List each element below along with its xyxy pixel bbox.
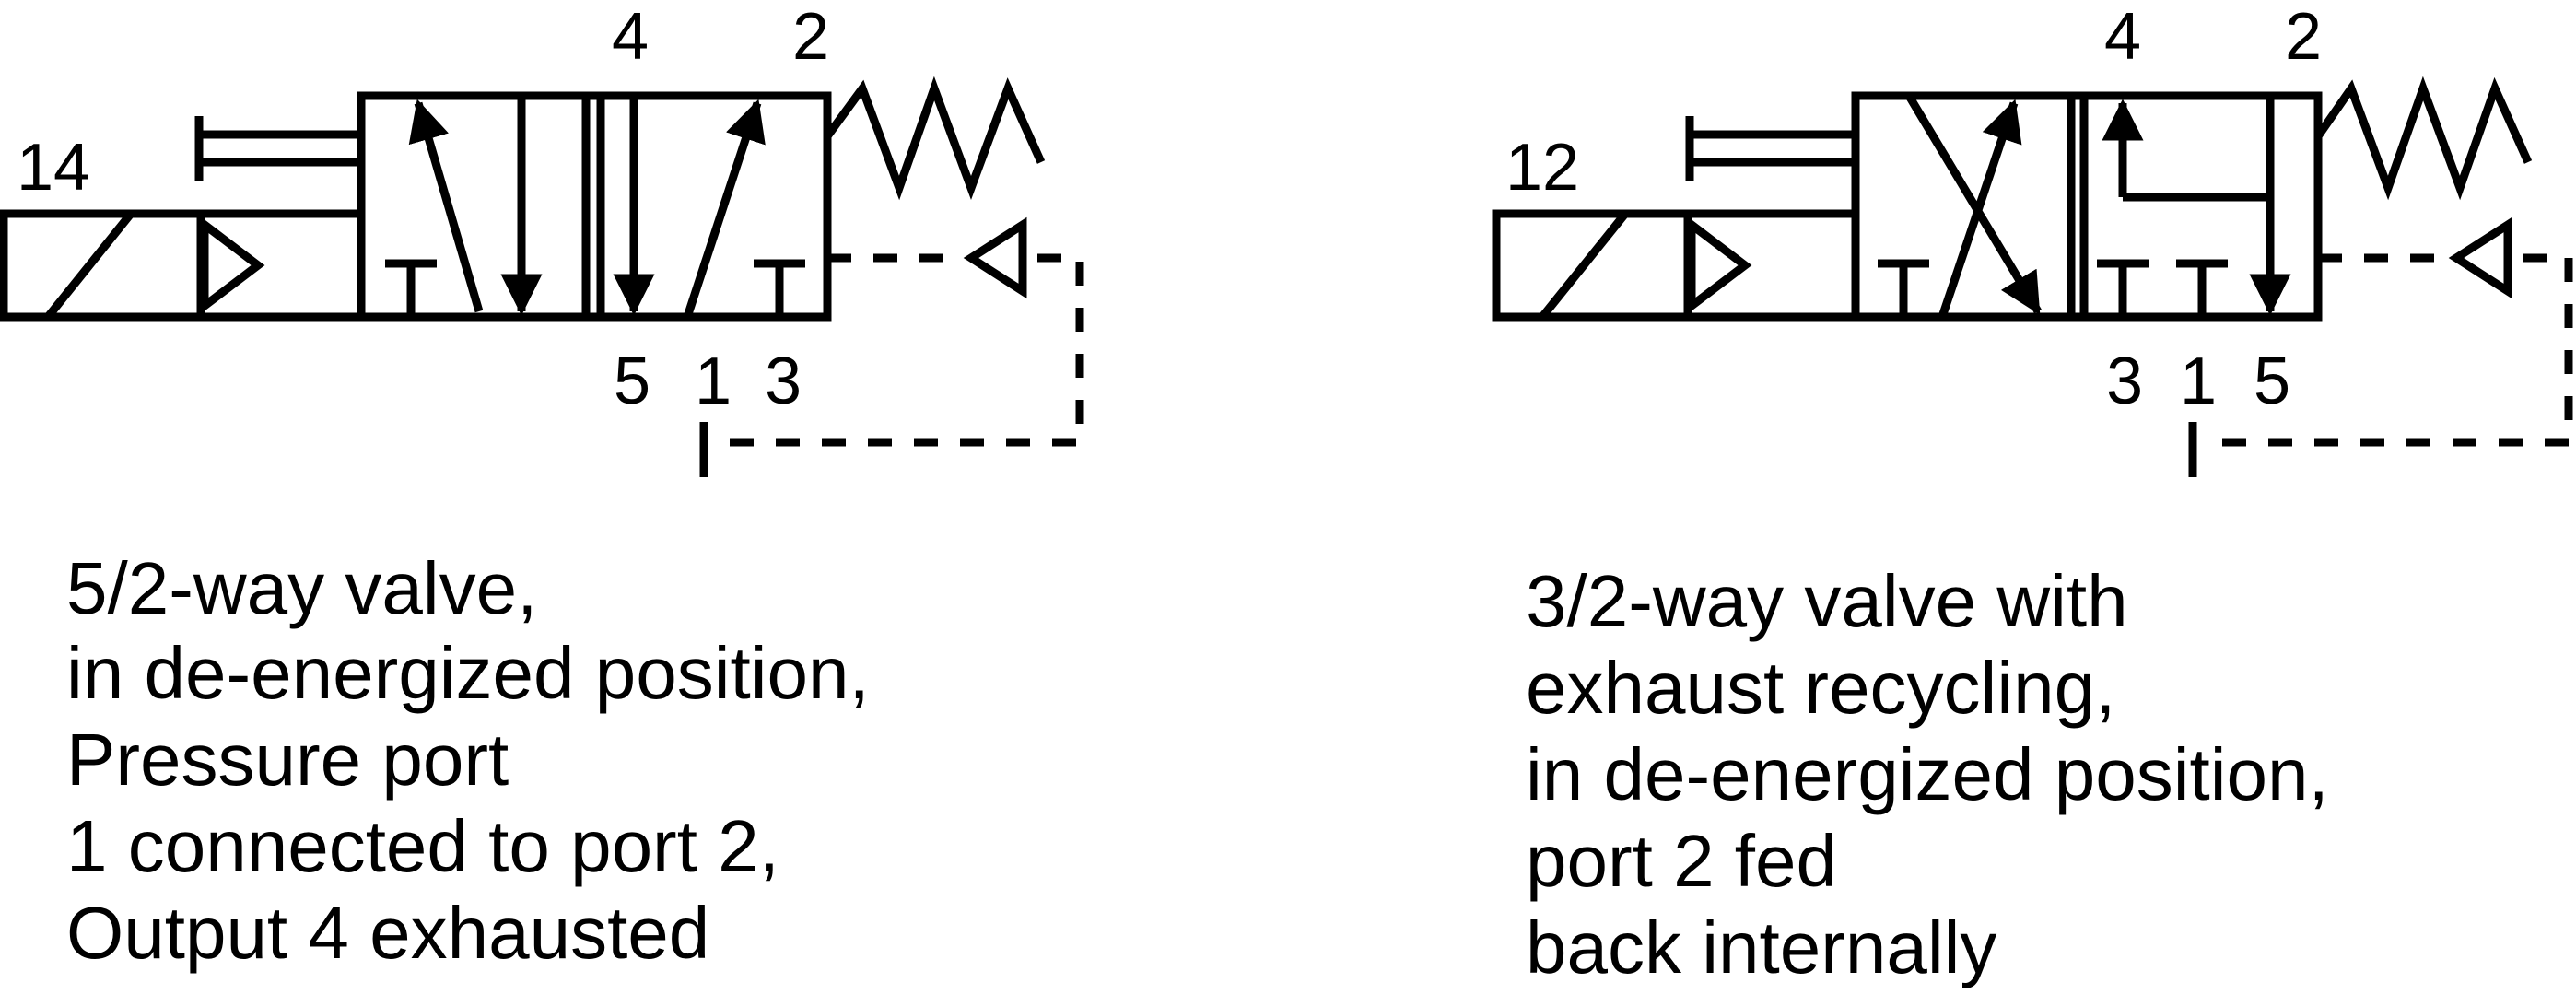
pilot-triangle bbox=[2448, 216, 2512, 299]
caption-line: 5/2-way valve, bbox=[66, 547, 537, 629]
port-label: 1 bbox=[695, 345, 732, 418]
pilot-label: 12 bbox=[1505, 131, 1579, 205]
valve-body bbox=[357, 91, 832, 322]
port-label: 2 bbox=[2285, 0, 2322, 74]
port-label: 3 bbox=[765, 345, 802, 418]
caption-line: 1 connected to port 2, bbox=[66, 805, 779, 887]
port-label: 5 bbox=[614, 345, 650, 418]
port-label: 3 bbox=[2106, 345, 2143, 418]
solenoid-triangle bbox=[200, 216, 265, 315]
pilot-label: 14 bbox=[17, 131, 90, 205]
caption-line: Pressure port bbox=[66, 719, 509, 801]
pilot-line bbox=[709, 253, 1084, 447]
caption-line: Output 4 exhausted bbox=[66, 892, 709, 974]
caption-line: exhaust recycling, bbox=[1526, 647, 2115, 729]
solenoid-coil-stroke bbox=[1539, 211, 1629, 320]
spring bbox=[2314, 76, 2533, 201]
caption-line: back internally bbox=[1526, 907, 1996, 988]
caption: 5/2-way valve, in de-energized position,… bbox=[66, 547, 870, 974]
pilot-triangle bbox=[963, 216, 1027, 299]
spring bbox=[824, 76, 1046, 201]
port-label: 2 bbox=[792, 0, 829, 74]
port-label: 4 bbox=[612, 0, 649, 74]
solenoid-coil-stroke bbox=[44, 211, 135, 320]
valve-left: 4 2 5 1 3 14 5/2-way valve, in de-energi… bbox=[0, 0, 1084, 974]
caption: 3/2-way valve with exhaust recycling, in… bbox=[1526, 560, 2329, 988]
caption-line: 3/2-way valve with bbox=[1526, 560, 2128, 642]
caption-line: port 2 fed bbox=[1526, 820, 1837, 902]
valve-right: 4 2 3 1 5 12 3/2-way valve with exhaust … bbox=[1492, 0, 2573, 988]
solenoid-triangle bbox=[1687, 216, 1752, 315]
caption-line: in de-energized position, bbox=[66, 632, 870, 714]
pilot-line bbox=[2200, 253, 2573, 447]
port-label: 1 bbox=[2180, 345, 2217, 418]
caption-line: in de-energized position, bbox=[1526, 733, 2329, 815]
port-label: 4 bbox=[2104, 0, 2141, 74]
port-label: 5 bbox=[2254, 345, 2290, 418]
